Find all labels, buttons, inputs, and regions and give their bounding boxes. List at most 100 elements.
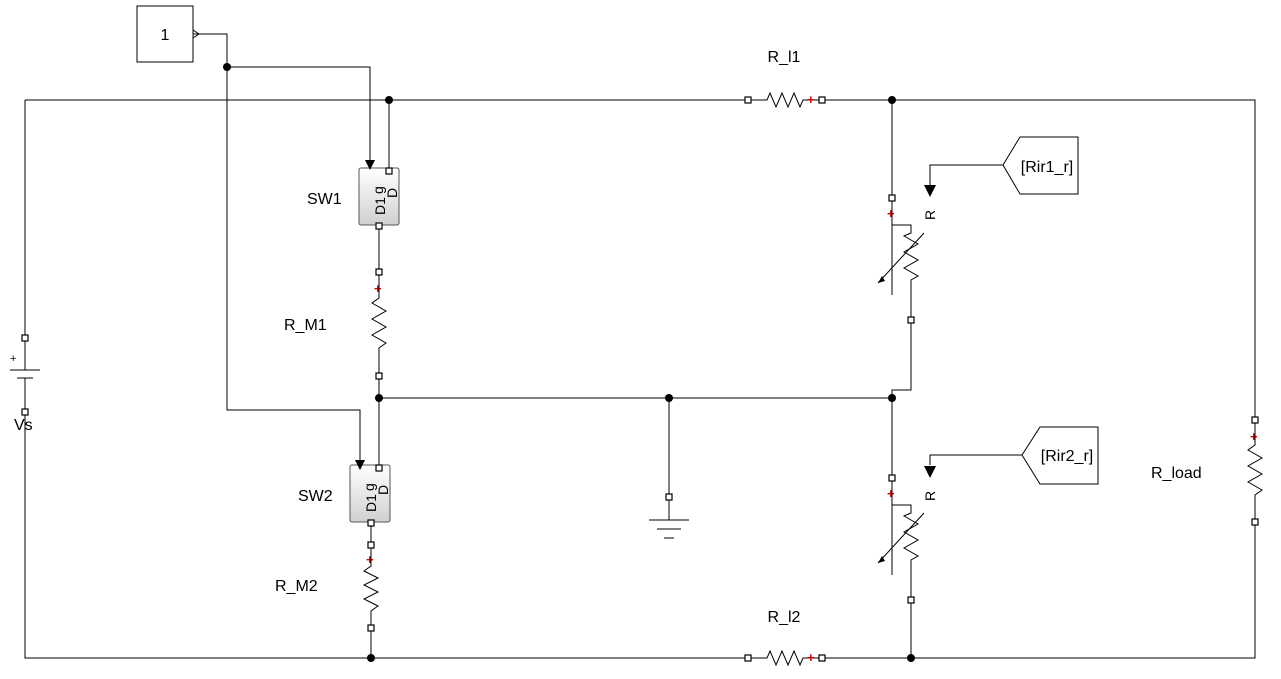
from-tag-rir2[interactable]: [Rir2_r] — [1021, 426, 1099, 485]
wire-rir2-signal[interactable] — [929, 454, 1022, 465]
var-res-port-r: R — [922, 210, 938, 220]
junction-dot — [907, 654, 915, 662]
sw1-text-d: D — [384, 188, 400, 198]
port-icon — [375, 268, 383, 276]
gate-arrow-icon — [365, 160, 375, 170]
port-icon — [375, 222, 383, 230]
polarity-plus: + — [366, 552, 374, 567]
sw1-text-d1: D1 — [372, 197, 388, 215]
variable-resistor-arrowhead-icon — [878, 276, 885, 283]
polarity-plus: + — [887, 206, 895, 221]
variable-resistor-zigzag-icon — [891, 481, 920, 597]
port-icon — [367, 541, 375, 549]
wire-vs-bottom[interactable] — [24, 412, 748, 659]
junction-dot — [223, 63, 231, 71]
wire-rir1-bottom[interactable] — [891, 320, 912, 398]
wire-bottom-right[interactable] — [822, 522, 1256, 659]
label-vs: Vs — [14, 417, 33, 434]
ground-block[interactable] — [649, 493, 689, 539]
port-icon — [907, 596, 915, 604]
constant-block[interactable]: 1 — [136, 5, 200, 63]
port-icon — [744, 654, 752, 662]
label-sw2: SW2 — [298, 488, 333, 505]
resistor-zigzag-icon — [362, 548, 380, 625]
variable-resistor-zigzag-icon — [891, 201, 920, 317]
port-icon — [1251, 518, 1259, 526]
junction-dot — [375, 394, 383, 402]
polarity-plus: + — [1250, 429, 1258, 444]
wires — [24, 33, 1256, 659]
variable-resistor-2[interactable]: + R — [877, 466, 938, 604]
label-r-l2: R_l2 — [768, 609, 801, 626]
label-r-m1: R_M1 — [284, 317, 327, 334]
from-tag-rir1[interactable]: [Rir1_r] — [1002, 136, 1079, 195]
wire-const-out[interactable] — [193, 33, 361, 460]
voltage-source-vs[interactable]: + Vs — [10, 334, 40, 434]
port-icon — [367, 624, 375, 632]
resistor-r-load[interactable]: + R_load — [1151, 416, 1264, 526]
constant-value: 1 — [161, 27, 170, 44]
label-r-m2: R_M2 — [275, 578, 318, 595]
resistor-zigzag-icon — [1246, 423, 1264, 519]
port-icon — [1251, 416, 1259, 424]
port-icon — [818, 654, 826, 662]
variable-resistor-arrowhead-icon — [878, 556, 885, 563]
port-icon — [21, 334, 29, 342]
var-res-port-r: R — [922, 491, 938, 501]
port-icon — [665, 493, 673, 501]
port-icon — [21, 408, 29, 416]
variable-resistor-1[interactable]: + R — [877, 185, 938, 324]
label-sw1: SW1 — [307, 191, 342, 208]
sw2-text-d1: D1 — [363, 494, 379, 512]
source-plus: + — [10, 353, 16, 365]
from-tag-shape[interactable] — [1021, 426, 1099, 485]
polarity-plus: + — [807, 650, 815, 665]
port-icon — [375, 372, 383, 380]
input-arrow-icon — [924, 466, 936, 478]
polarity-plus: + — [807, 92, 815, 107]
sw2-text-g: g — [361, 483, 377, 491]
resistor-r-m1[interactable]: + R_M1 — [284, 268, 388, 380]
wire-rir1-signal[interactable] — [929, 164, 1003, 185]
junction-dot — [367, 654, 375, 662]
resistor-r-l1[interactable]: + R_l1 — [744, 49, 826, 109]
junction-dot — [888, 96, 896, 104]
from-tag-rir2-label: [Rir2_r] — [1041, 448, 1093, 465]
resistor-zigzag-icon — [751, 649, 819, 667]
sw1-text-g: g — [370, 186, 386, 194]
constant-block-body[interactable] — [136, 5, 194, 63]
variable-resistor-arrow-icon — [877, 232, 925, 284]
resistor-zigzag-icon — [751, 91, 819, 109]
junction-dot — [888, 394, 896, 402]
from-tag-rir1-label: [Rir1_r] — [1021, 159, 1073, 176]
resistor-r-l2[interactable]: + R_l2 — [744, 609, 826, 667]
port-icon — [818, 96, 826, 104]
wire-top-right[interactable] — [822, 99, 1256, 420]
port-icon — [367, 519, 375, 527]
gate-arrow-icon — [355, 460, 365, 470]
switch-sw1[interactable]: D1 D g SW1 — [307, 160, 400, 230]
constant-output-port-icon — [192, 29, 200, 39]
port-icon — [888, 194, 896, 202]
polarity-plus: + — [374, 281, 382, 296]
label-r-load: R_load — [1151, 465, 1202, 482]
junction-dot — [665, 394, 673, 402]
port-icon — [888, 474, 896, 482]
port-icon — [907, 316, 915, 324]
variable-resistor-arrow-icon — [877, 512, 925, 564]
input-arrow-icon — [924, 185, 936, 197]
switch-sw2[interactable]: D1 D g SW2 — [298, 460, 391, 527]
resistor-r-m2[interactable]: + R_M2 — [275, 541, 380, 632]
polarity-plus: + — [887, 486, 895, 501]
junction-dot — [385, 96, 393, 104]
port-icon — [385, 167, 393, 175]
resistor-zigzag-icon — [370, 275, 388, 373]
port-icon — [375, 464, 383, 472]
junctions — [223, 63, 915, 662]
from-tag-shape[interactable] — [1002, 136, 1079, 195]
port-icon — [744, 96, 752, 104]
wire-const-sw1[interactable] — [227, 66, 371, 160]
label-r-l1: R_l1 — [768, 49, 801, 66]
sw2-text-d: D — [375, 485, 391, 495]
